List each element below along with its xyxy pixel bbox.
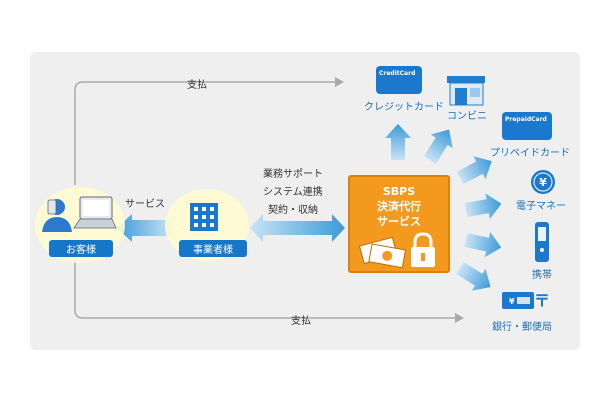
method-arrow-prepaid — [456, 156, 492, 185]
method-credit-card: クレジットカード — [364, 102, 444, 113]
method-arrow-emoney — [464, 193, 502, 219]
service-arrow — [117, 214, 172, 242]
money-lock-icon — [358, 232, 435, 269]
sbps-service-box: SBPS 決済代行 サービス — [348, 175, 450, 273]
convenience-store-icon — [447, 76, 485, 106]
payment-bottom-line — [74, 255, 455, 319]
prepaid-card-icon: PrepaidCard — [502, 112, 552, 140]
bank-card-icon: ¥ — [502, 292, 534, 309]
credit-card-icon: CreditCard — [376, 66, 422, 94]
center-line-1: SBPS — [382, 185, 416, 198]
method-e-money: 電子マネー — [516, 201, 566, 212]
handheld-phone-icon — [47, 199, 57, 215]
support-line-2: システム連携 — [263, 187, 323, 198]
post-office-icon: 〒 — [534, 291, 550, 310]
svg-text:¥: ¥ — [509, 297, 515, 306]
building-icon — [190, 203, 218, 231]
payment-top-label: 支払 — [187, 80, 207, 91]
yen-coin-icon: ¥ — [531, 170, 555, 194]
customer-label: お客様 — [49, 240, 113, 257]
method-mobile: 携帯 — [532, 270, 552, 281]
support-line-1: 業務サポート — [263, 169, 323, 180]
center-line-2: 決済代行 — [377, 200, 421, 213]
payment-top-line — [74, 81, 335, 185]
payment-bottom-label: 支払 — [291, 316, 311, 327]
credit-card-text: CreditCard — [379, 70, 416, 77]
svg-text:〒: 〒 — [534, 291, 550, 310]
method-arrow-credit — [385, 124, 411, 160]
method-arrow-bank — [456, 262, 491, 291]
prepaid-card-text: PrepaidCard — [505, 116, 547, 123]
method-convenience: コンビニ — [447, 111, 487, 122]
service-label: サービス — [125, 199, 165, 210]
center-line-3: サービス — [377, 215, 421, 228]
mobile-phone-icon — [535, 222, 549, 262]
laptop-icon — [73, 196, 117, 229]
support-line-3: 契約・収納 — [268, 205, 318, 216]
method-bank-post: 銀行・郵便局 — [492, 322, 552, 333]
method-prepaid-card: プリペイドカード — [490, 148, 570, 159]
method-arrow-convenience — [424, 129, 453, 164]
payment-top-arrowhead — [335, 77, 344, 87]
merchant-label: 事業者様 — [179, 240, 247, 257]
support-double-arrow — [250, 214, 345, 242]
payment-bottom-arrowhead — [455, 313, 464, 323]
svg-text:¥: ¥ — [539, 176, 547, 189]
method-arrow-mobile — [464, 231, 502, 258]
